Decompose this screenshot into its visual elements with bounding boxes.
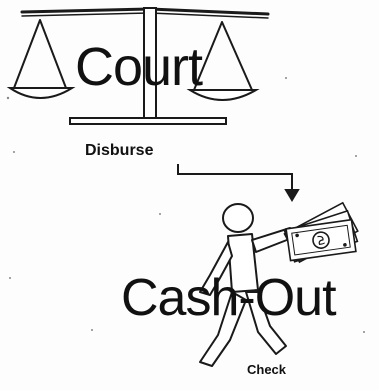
- cash-out-label: Cash-Out: [121, 268, 336, 328]
- flow-arrow: [178, 164, 298, 200]
- disburse-label: Disburse: [85, 142, 153, 160]
- court-label: Court: [75, 36, 202, 98]
- check-label: Check: [247, 362, 286, 377]
- money-bills-icon: [284, 203, 357, 262]
